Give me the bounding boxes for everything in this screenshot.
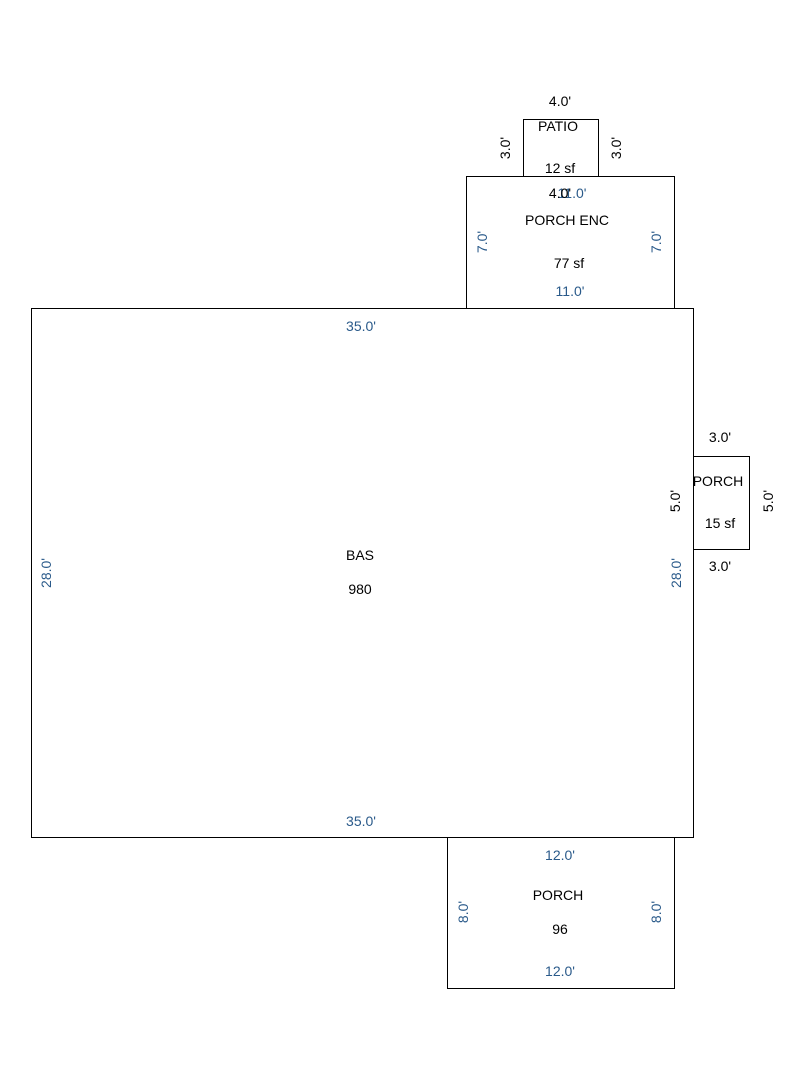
room-porch-bottom: PORCH 96 12.0' 12.0' 8.0' 8.0' bbox=[447, 837, 675, 989]
room-bas: BAS 980 35.0' 35.0' 28.0' 28.0' bbox=[31, 308, 694, 838]
room-patio-area: 12 sf bbox=[545, 160, 575, 176]
bas-dim-top: 35.0' bbox=[346, 318, 376, 334]
room-patio-outline bbox=[523, 119, 599, 177]
bas-dim-bottom: 35.0' bbox=[346, 813, 376, 829]
room-bas-area: 980 bbox=[348, 581, 372, 597]
porch-side-dim-right: 5.0' bbox=[760, 490, 776, 512]
porch-side-dim-left: 5.0' bbox=[667, 490, 683, 512]
room-porch-side: PORCH 15 sf 3.0' 3.0' 5.0' 5.0' bbox=[667, 429, 776, 574]
porch-enc-dim-right: 7.0' bbox=[648, 231, 664, 253]
porch-bottom-dim-bottom: 12.0' bbox=[545, 963, 575, 979]
patio-dim-left: 3.0' bbox=[497, 137, 513, 159]
room-porch-side-name: PORCH bbox=[693, 473, 744, 489]
room-porch-side-area: 15 sf bbox=[705, 515, 735, 531]
bas-dim-right: 28.0' bbox=[668, 558, 684, 588]
room-porch-enc-area: 77 sf bbox=[554, 255, 584, 271]
room-porch-bottom-outline bbox=[447, 837, 675, 989]
porch-enc-dim-left: 7.0' bbox=[474, 231, 490, 253]
room-porch-bottom-area: 96 bbox=[552, 921, 568, 937]
room-bas-outline bbox=[31, 308, 694, 838]
porch-enc-dim-top: 11.0' bbox=[558, 185, 587, 201]
patio-dim-right: 3.0' bbox=[608, 137, 624, 159]
porch-side-dim-bottom: 3.0' bbox=[709, 558, 731, 574]
room-patio: PATIO 12 sf 4.0' 3.0' 3.0' bbox=[497, 93, 624, 177]
room-patio-name: PATIO bbox=[538, 118, 578, 134]
porch-side-dim-top: 3.0' bbox=[709, 429, 731, 445]
bas-dim-left: 28.0' bbox=[38, 558, 54, 588]
porch-bottom-dim-top: 12.0' bbox=[545, 847, 575, 863]
room-porch-enc: PORCH ENC 77 sf 11.0' 4.0' 11.0' 7.0' 7.… bbox=[466, 176, 675, 309]
porch-bottom-dim-left: 8.0' bbox=[455, 901, 471, 923]
porch-bottom-dim-right: 8.0' bbox=[648, 901, 664, 923]
patio-dim-top: 4.0' bbox=[549, 93, 571, 109]
porch-enc-dim-top-overlap: 4.0' bbox=[549, 185, 571, 201]
room-porch-bottom-name: PORCH bbox=[533, 887, 584, 903]
room-porch-enc-outline bbox=[466, 176, 675, 309]
room-porch-side-outline bbox=[693, 456, 750, 550]
room-porch-enc-name: PORCH ENC bbox=[525, 212, 609, 228]
room-bas-name: BAS bbox=[346, 547, 374, 563]
porch-enc-dim-bottom: 11.0' bbox=[556, 283, 585, 299]
